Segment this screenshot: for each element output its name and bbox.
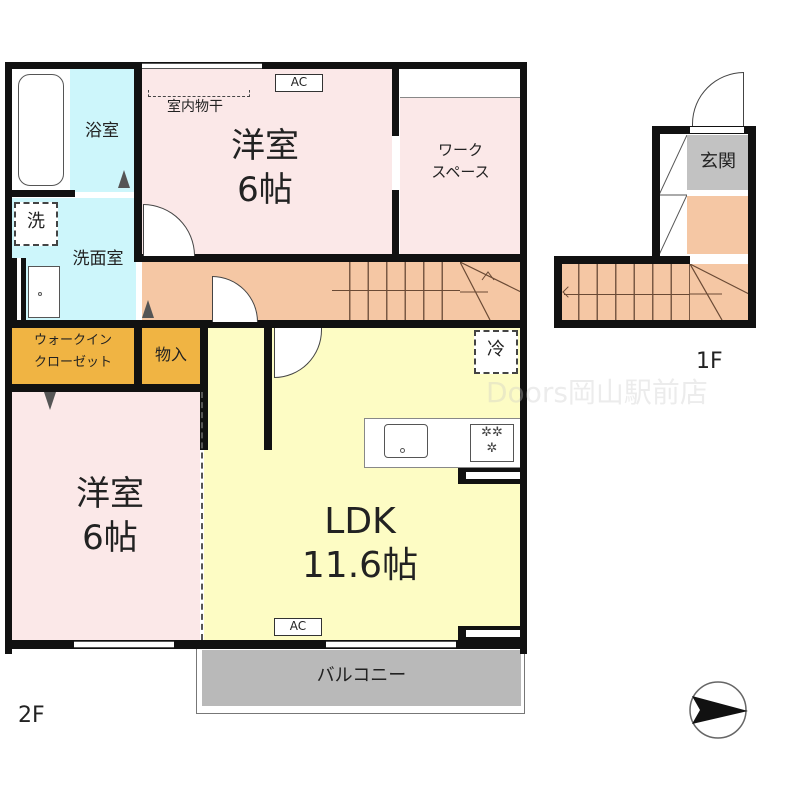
wall-toilet-right	[264, 320, 272, 450]
label-workspace-1: ワーク	[437, 141, 483, 159]
wall-1f-left-upper	[652, 126, 660, 264]
wall-bath-bottom	[5, 190, 75, 197]
label-ldk-size: 11.6帖	[301, 545, 419, 586]
room-storage	[142, 328, 200, 384]
label-closet-1: ウォークイン	[33, 333, 112, 348]
door-washroom-slide[interactable]	[142, 300, 154, 318]
compass	[688, 680, 748, 740]
label-storage: 物入	[154, 345, 187, 364]
wall-storage-right	[200, 320, 208, 450]
wall-north-room-bottom	[134, 254, 526, 262]
label-south-room-size: 6帖	[82, 518, 138, 558]
bathtub-icon	[18, 74, 64, 186]
window-ldk-balcony	[326, 641, 456, 648]
label-ldk-name: LDK	[324, 501, 396, 542]
room-ldk-upper-cutout	[200, 328, 268, 458]
entrance-hall	[687, 196, 749, 254]
label-bath: 浴室	[85, 121, 119, 141]
label-drying-rail: 室内物干	[167, 99, 223, 115]
indoor-drying-rail	[148, 90, 250, 97]
workspace-shelf	[400, 68, 521, 98]
sliding-partition	[201, 392, 203, 640]
wall-outer-top	[5, 62, 527, 69]
north-arrow-icon	[689, 681, 748, 739]
wall-work-divider-top	[392, 62, 399, 136]
wall-1f-right	[748, 126, 756, 328]
room-western-south	[12, 392, 200, 640]
washroom-notch	[12, 258, 26, 320]
stairs-1f-turn-lines	[690, 264, 749, 320]
fridge-space	[474, 330, 518, 374]
ac-tag-north: AC	[275, 74, 323, 92]
window-north-room	[142, 63, 262, 69]
wall-1f-step	[554, 256, 690, 264]
label-north-room-name: 洋室	[231, 126, 299, 166]
label-balcony: バルコニー	[316, 665, 407, 686]
washbasin-icon	[28, 266, 60, 318]
washbasin-drain	[38, 292, 42, 296]
watermark: Doors岡山駅前店	[486, 376, 708, 409]
floor-label-2f: 2F	[18, 703, 45, 728]
laundry-label: 洗	[27, 211, 45, 232]
wall-1f-bottom	[554, 320, 756, 328]
floor-label-1f: 1F	[696, 349, 723, 374]
label-south-room-name: 洋室	[76, 474, 144, 514]
floor-plan-1f: 玄関 1F	[540, 60, 780, 400]
label-closet-2: クローゼット	[33, 355, 112, 370]
stairs-landing	[460, 262, 521, 320]
floor-plan-2f: ✲✲✲ 冷 洗 AC AC 浴室 洗面室 室内物干 洋室 6帖 ワーク スペ	[5, 62, 527, 728]
room-ldk	[204, 328, 521, 640]
window-south-room	[74, 641, 174, 648]
wall-outer-bottom	[5, 640, 527, 649]
wall-closet-bottom	[5, 384, 205, 392]
cupboard-diagonals	[659, 135, 687, 255]
door-entrance[interactable]	[692, 72, 744, 126]
fridge-label: 冷	[487, 339, 505, 360]
stairs-1f-handrail	[564, 294, 690, 295]
stairs-1f-landing	[690, 264, 749, 320]
wall-bath-right	[134, 62, 142, 262]
wall-kitchen-stub-window	[466, 472, 520, 479]
label-washroom: 洗面室	[72, 249, 124, 269]
wall-work-divider-bottom	[392, 190, 399, 260]
room-entrance	[687, 135, 749, 190]
wall-1f-left-lower	[554, 256, 562, 328]
wall-closet-storage	[134, 320, 142, 390]
wall-ldk-bottom-stub-window	[466, 630, 520, 637]
sink-icon	[384, 424, 428, 458]
laundry-space	[14, 202, 58, 246]
ac-tag-ldk: AC	[274, 618, 322, 636]
stairs-turn-lines	[460, 262, 521, 320]
room-walk-in-closet	[12, 328, 134, 384]
wall-outer-left	[5, 62, 12, 654]
door-closet-slide[interactable]	[44, 392, 56, 410]
sink-drain	[400, 448, 405, 453]
label-entrance: 玄関	[700, 151, 736, 172]
room-balcony	[202, 650, 521, 706]
room-workspace	[400, 68, 521, 254]
entrance-door-opening	[690, 127, 744, 133]
label-workspace-2: スペース	[431, 163, 490, 181]
wall-outer-right	[520, 62, 527, 654]
stairs-handrail	[332, 290, 460, 291]
label-north-room-size: 6帖	[237, 170, 293, 210]
stove-icon: ✲✲✲	[470, 424, 514, 462]
door-bath-slide[interactable]	[118, 170, 130, 188]
